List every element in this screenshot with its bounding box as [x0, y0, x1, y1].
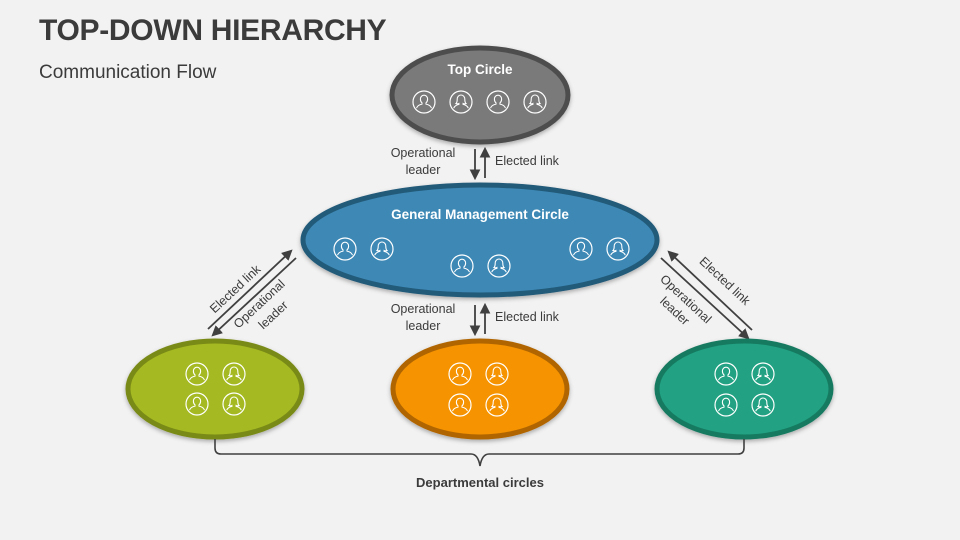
operational-label: Operational	[391, 146, 456, 160]
elected-link-label: Elected link	[495, 310, 560, 324]
operational-label: Operational	[391, 302, 456, 316]
leader-label: leader	[406, 163, 441, 177]
department-circle-right	[654, 338, 834, 440]
operational-leader-arrow	[660, 257, 750, 340]
link-top-gm: Operational leader Elected link	[391, 146, 560, 181]
gm-circle-label: General Management Circle	[391, 207, 569, 222]
elected-link-arrow	[207, 249, 293, 330]
general-management-circle-node: General Management Circle	[300, 182, 660, 298]
department-circle-center	[390, 338, 570, 440]
link-gm-right: Elected link Operational leader	[657, 250, 754, 340]
top-circle-ellipse	[389, 45, 571, 145]
leader-label: leader	[406, 319, 441, 333]
top-circle-node: Top Circle	[389, 45, 571, 145]
dept-center-ellipse	[390, 338, 570, 440]
dept-left-ellipse	[125, 338, 305, 440]
link-gm-left: Elected link Operational leader	[207, 249, 297, 337]
dept-right-ellipse	[654, 338, 834, 440]
elected-link-arrow	[667, 250, 753, 331]
slide-title: TOP-DOWN HIERARCHY	[39, 14, 387, 47]
slide-subtitle: Communication Flow	[39, 62, 217, 83]
elected-link-label: Elected link	[495, 154, 560, 168]
department-circle-left	[125, 338, 305, 440]
elected-link-label: Elected link	[697, 254, 754, 308]
operational-leader-arrow	[211, 257, 297, 337]
departmental-circles-label: Departmental circles	[416, 475, 544, 490]
link-gm-center: Operational leader Elected link	[391, 302, 560, 337]
top-circle-label: Top Circle	[447, 62, 513, 77]
gm-circle-ellipse	[300, 182, 660, 298]
departmental-brace: Departmental circles	[214, 439, 745, 490]
curly-brace	[214, 439, 745, 467]
